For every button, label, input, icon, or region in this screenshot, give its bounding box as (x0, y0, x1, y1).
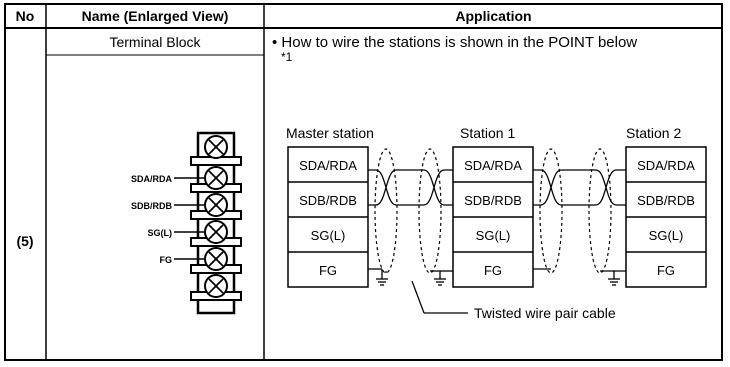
terminal-leader-lines (174, 177, 205, 260)
station2-terminal-fg: FG (657, 263, 675, 278)
station-box-2 (625, 146, 707, 288)
station-title-1: Station 1 (460, 125, 515, 141)
station2-terminal-sdb: SDB/RDB (637, 193, 695, 208)
terminal-label-sg: SG(L) (148, 228, 173, 238)
twisted-pair-wires-1 (368, 169, 453, 206)
terminal-block-body (190, 131, 242, 315)
component-name: Terminal Block (109, 34, 201, 50)
station-title-2: Station 2 (626, 125, 681, 141)
application-note: • How to wire the stations is shown in t… (272, 34, 722, 63)
station1-terminal-sdb: SDB/RDB (464, 193, 522, 208)
terminal-label-sda: SDA/RDA (131, 174, 173, 184)
cable-label: Twisted wire pair cable (474, 305, 616, 321)
terminal-label-sdb: SDB/RDB (131, 201, 173, 211)
master-terminal-sg: SG(L) (311, 228, 346, 243)
row-number: (5) (16, 233, 34, 249)
master-terminal-sda: SDA/RDA (299, 158, 357, 173)
ground-wiring (368, 268, 626, 279)
ground-symbols (376, 278, 620, 286)
header-name: Name (Enlarged View) (81, 7, 229, 24)
station-title-master: Master station (286, 125, 374, 141)
cable-callout-leader (411, 280, 468, 314)
station-box-1 (452, 146, 534, 288)
header-application: Application (455, 7, 532, 24)
wiring-diagram: Master station Station 1 Station 2 SDA/R… (286, 125, 707, 321)
master-terminal-fg: FG (319, 263, 337, 278)
header-no: No (15, 7, 35, 24)
twisted-pair-wires-2 (533, 169, 626, 206)
terminal-label-fg: FG (160, 255, 173, 265)
station2-terminal-sda: SDA/RDA (637, 158, 695, 173)
station1-terminal-fg: FG (484, 263, 502, 278)
application-note-line2: *1 (281, 50, 293, 64)
master-terminal-sdb: SDB/RDB (299, 193, 357, 208)
cable-shield-outlines (374, 148, 612, 274)
station1-terminal-sda: SDA/RDA (464, 158, 522, 173)
station-box-master (287, 146, 369, 288)
specification-table: No Name (Enlarged View) Application (5) … (4, 3, 723, 361)
table-grid (4, 3, 723, 361)
station1-terminal-sg: SG(L) (476, 228, 511, 243)
terminal-block-illustration: SDA/RDA SDB/RDB SG(L) FG (131, 131, 242, 315)
application-note-line1: • How to wire the stations is shown in t… (272, 34, 638, 51)
station2-terminal-sg: SG(L) (649, 228, 684, 243)
